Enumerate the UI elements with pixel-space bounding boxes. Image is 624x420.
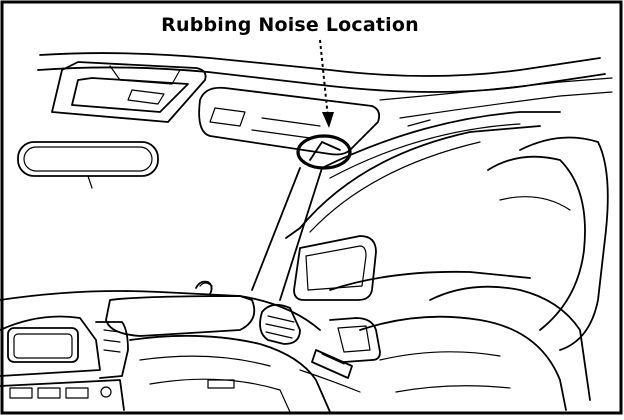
air-vent bbox=[259, 303, 301, 345]
side-mirror bbox=[293, 235, 377, 301]
passenger-seat bbox=[359, 136, 609, 411]
headliner bbox=[37, 52, 613, 127]
sun-visor bbox=[198, 86, 381, 156]
overhead-console bbox=[51, 61, 207, 123]
center-console bbox=[0, 315, 129, 411]
rubbing-noise-marker bbox=[296, 134, 352, 170]
callout-arrow bbox=[319, 39, 334, 128]
a-pillar bbox=[251, 111, 561, 301]
door-trim bbox=[299, 317, 381, 393]
rubbing-noise-location-label: Rubbing Noise Location bbox=[161, 14, 419, 36]
side-window bbox=[285, 125, 541, 291]
rear-view-mirror bbox=[17, 141, 159, 189]
lower-dash bbox=[129, 334, 331, 413]
